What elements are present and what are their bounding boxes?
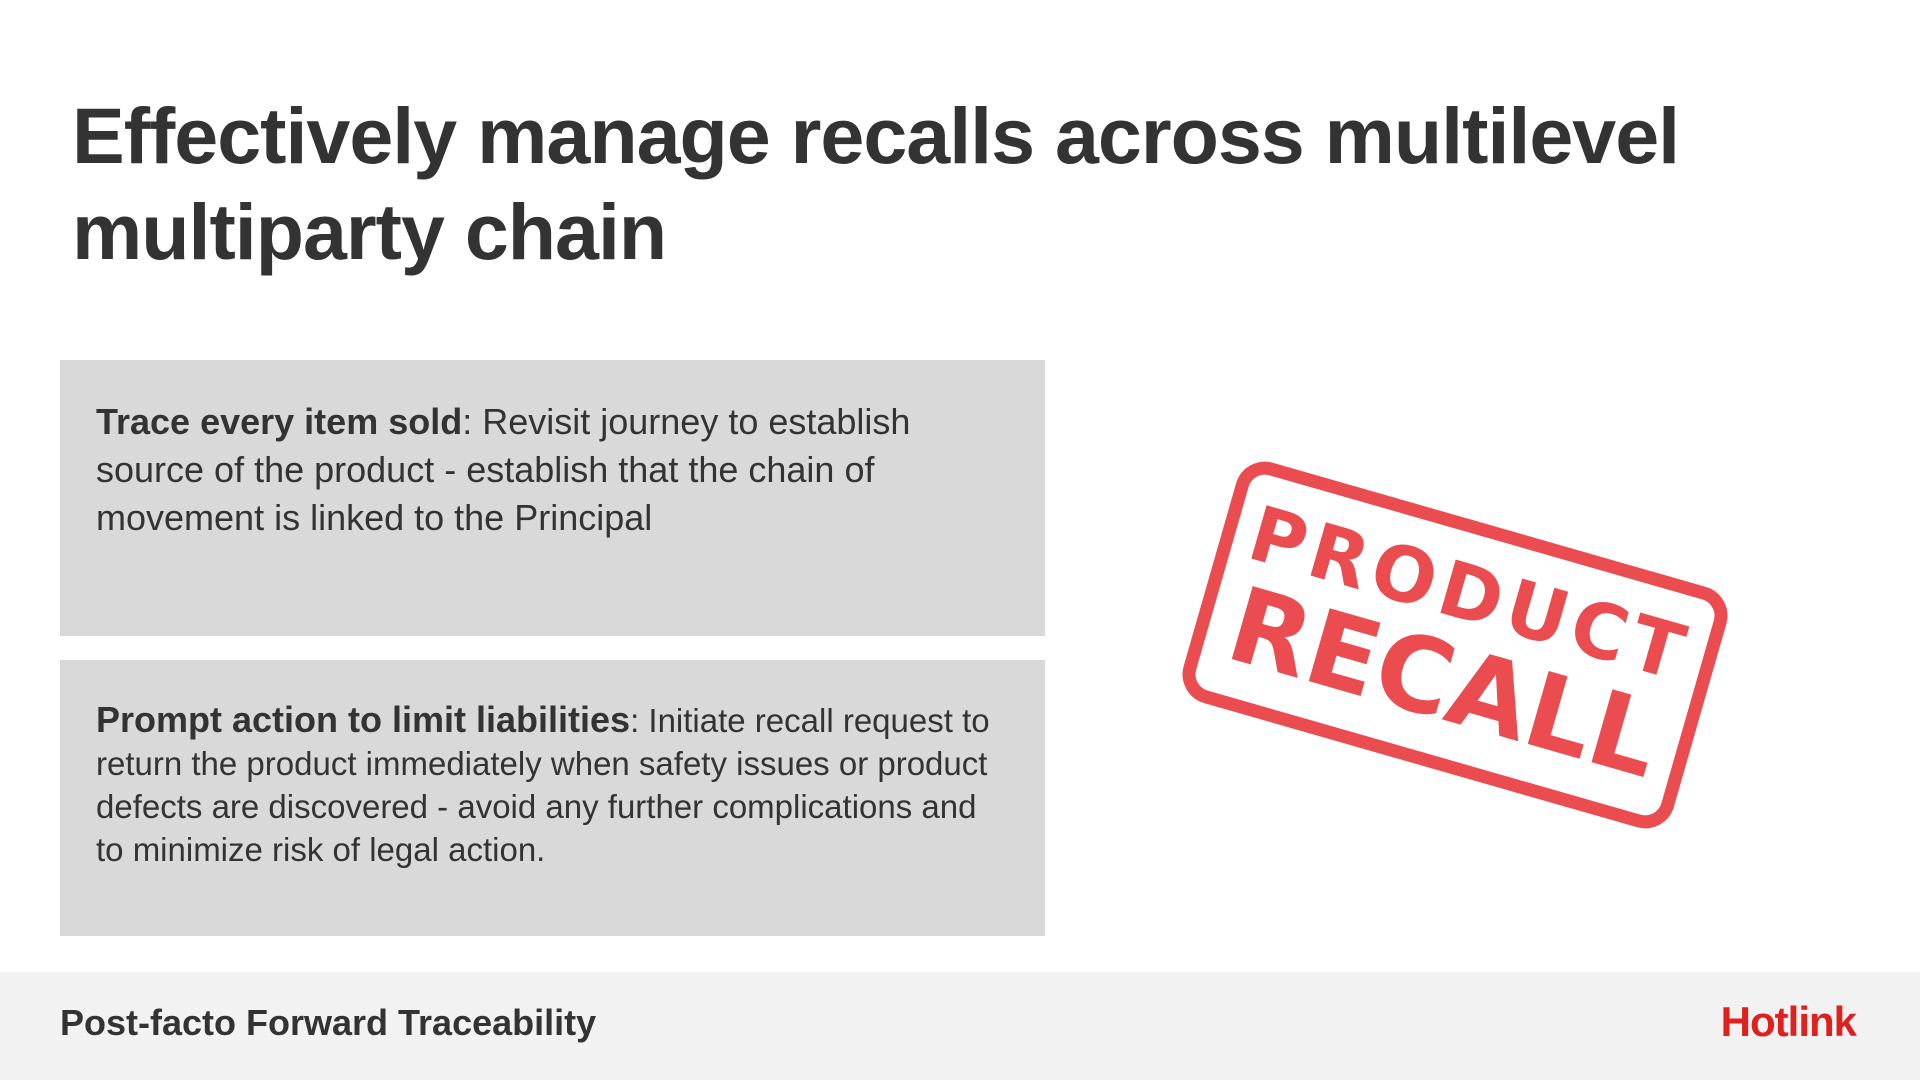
card-separator: : bbox=[462, 401, 473, 442]
card-text: Trace every item sold: Revisit journey t… bbox=[96, 398, 1009, 542]
footer-title: Post-facto Forward Traceability bbox=[60, 1002, 597, 1043]
info-card-trace: Trace every item sold: Revisit journey t… bbox=[60, 360, 1045, 636]
card-text: Prompt action to limit liabilities: Init… bbox=[96, 698, 1009, 871]
info-card-prompt-action: Prompt action to limit liabilities: Init… bbox=[60, 660, 1045, 936]
card-body: Revisit journey to establish source of t… bbox=[96, 401, 911, 538]
card-heading: Prompt action to limit liabilities bbox=[96, 699, 631, 740]
product-recall-stamp: PRODUCT RECALL bbox=[1175, 454, 1735, 836]
hotlink-logo: Hotlink bbox=[1720, 998, 1857, 1045]
footer-bar: Post-facto Forward Traceability Hotlink bbox=[0, 972, 1920, 1080]
slide-title: Effectively manage recalls across multil… bbox=[72, 91, 1680, 276]
card-separator: : bbox=[630, 702, 640, 739]
card-body: Initiate recall request to return the pr… bbox=[96, 702, 990, 868]
card-heading: Trace every item sold bbox=[96, 401, 463, 442]
